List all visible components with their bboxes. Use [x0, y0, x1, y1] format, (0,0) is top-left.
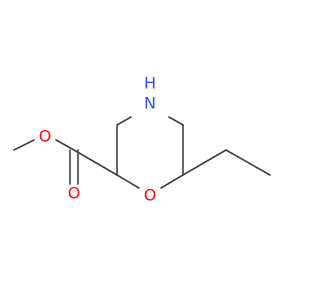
bond-group	[13, 116, 271, 189]
bond-n-ch2b	[168, 116, 184, 126]
bond-oring-c2	[116, 174, 140, 189]
bond-ch-oring	[160, 174, 184, 189]
amine-hydrogen-label: H	[144, 74, 156, 93]
carbonyl-oxygen-label: O	[68, 184, 81, 203]
ester-oxygen-label: O	[39, 127, 52, 146]
ring-oxygen-label: O	[144, 186, 157, 205]
bond-carbonyl-c-oester	[55, 139, 75, 151]
bond-oester-methyl	[13, 139, 35, 151]
bond-ethyl-ch2-ch3	[225, 149, 271, 176]
molecule-diagram: H N O O O	[13, 73, 271, 205]
atom-label-group: H N O O O	[39, 74, 157, 205]
molecule-svg: H N O O O	[13, 74, 271, 205]
bond-ch-ethyl-ch2	[182, 149, 227, 176]
nitrogen-label: N	[144, 94, 156, 113]
bond-ch2a-n	[116, 116, 132, 126]
bond-c2-carbonyl-c	[73, 149, 118, 176]
